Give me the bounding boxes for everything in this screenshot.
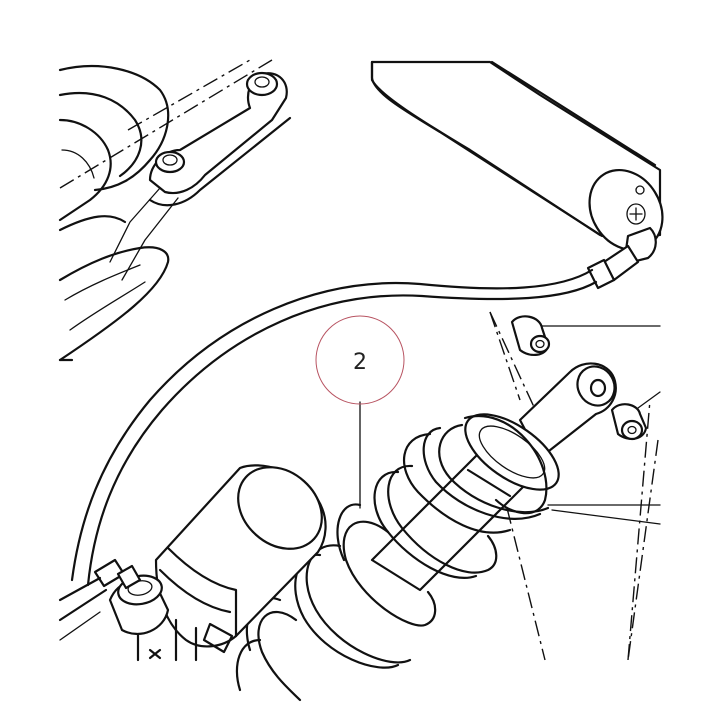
hose-fitting bbox=[586, 226, 657, 290]
callout-circle bbox=[315, 315, 405, 405]
shock-body bbox=[136, 464, 327, 662]
bottom-adjuster bbox=[58, 558, 234, 660]
hydraulic-hose bbox=[70, 268, 598, 587]
callout-2: 2 bbox=[315, 315, 405, 509]
frame-housing bbox=[58, 64, 170, 362]
callout-label: 2 bbox=[353, 350, 367, 375]
assembly-lines bbox=[489, 311, 661, 661]
spring-seat-upper bbox=[464, 413, 560, 491]
upper-bushing bbox=[510, 315, 551, 356]
lower-bushing bbox=[610, 403, 648, 441]
bracket-bolt-lower bbox=[154, 150, 186, 174]
shock-eye-mount bbox=[518, 362, 617, 460]
bracket-bolt-top bbox=[245, 71, 279, 97]
bolt-axis-line bbox=[59, 59, 273, 189]
reservoir-canister bbox=[370, 60, 664, 252]
